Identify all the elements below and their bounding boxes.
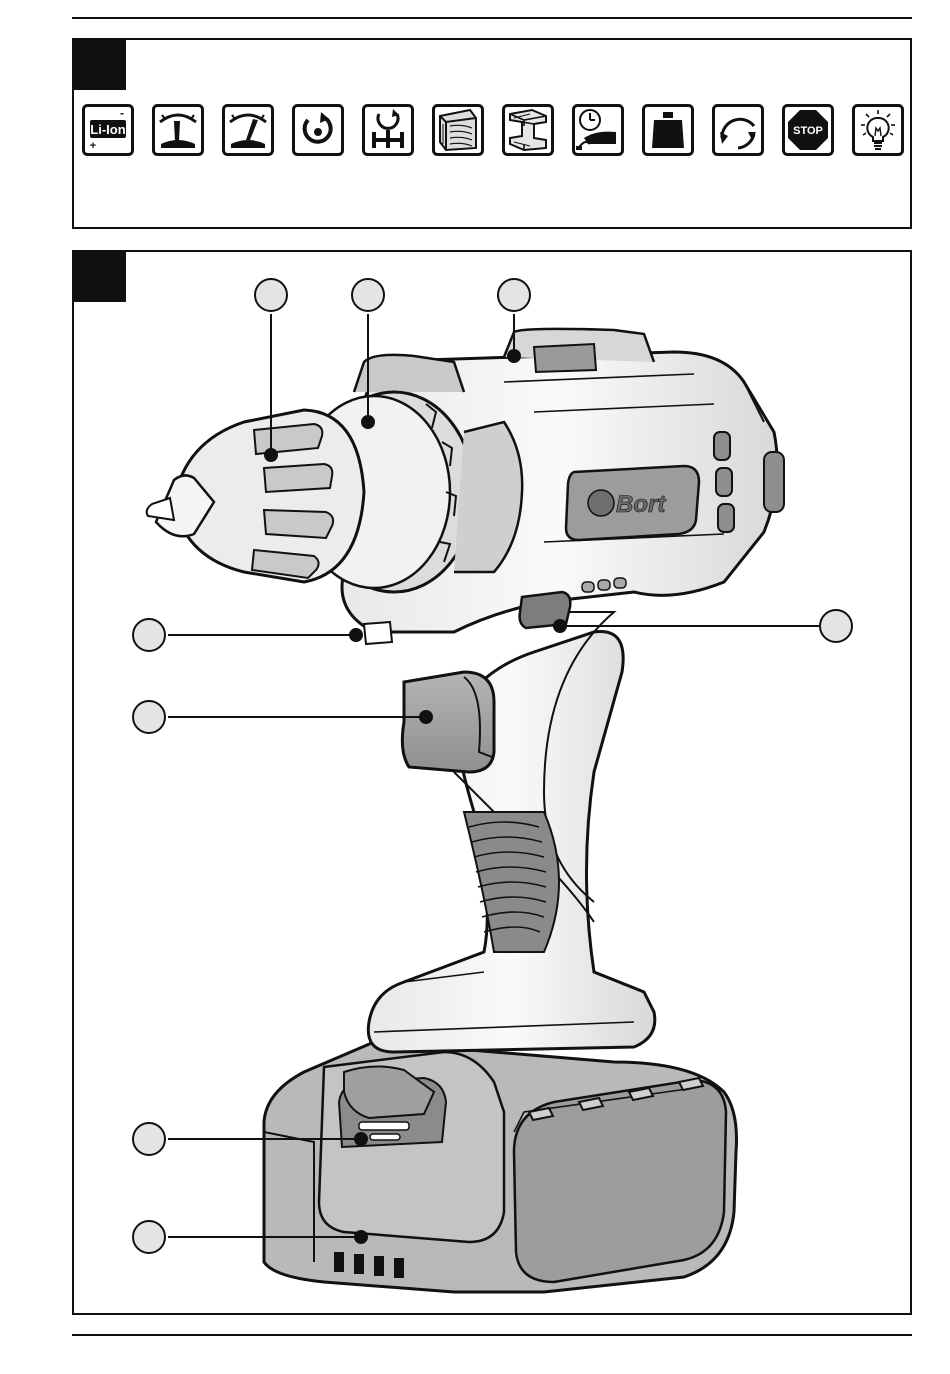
li-ion-label: Li-Ion — [90, 122, 125, 137]
callout-trigger — [132, 700, 166, 734]
charging-time-icon — [572, 104, 624, 156]
callout-reverse-switch — [819, 609, 853, 643]
torque-rotation-icon — [292, 104, 344, 156]
weight-icon — [642, 104, 694, 156]
li-ion-battery-icon: Li-Ion - + — [82, 104, 134, 156]
callout-chuck — [254, 278, 288, 312]
led-work-light — [364, 622, 392, 644]
keyless-chuck — [147, 410, 364, 582]
drill-trigger — [402, 672, 494, 772]
wood-drilling-icon — [432, 104, 484, 156]
stop-icon: STOP — [782, 104, 834, 156]
callout-torque-ring — [351, 278, 385, 312]
top-rule — [72, 17, 912, 19]
stop-label: STOP — [793, 125, 823, 137]
symbol-row: Li-Ion - + — [80, 104, 906, 160]
speed-gauge-low-icon — [152, 104, 204, 156]
minus-sign: - — [120, 106, 124, 120]
callout-battery-pack — [132, 1220, 166, 1254]
callout-battery-release — [132, 1122, 166, 1156]
plus-sign: + — [90, 140, 96, 152]
steel-drilling-icon — [502, 104, 554, 156]
drill-handle — [368, 612, 655, 1052]
callout-gear-switch — [497, 278, 531, 312]
speed-gauge-high-icon — [222, 104, 274, 156]
led-light-icon — [852, 104, 904, 156]
reverse-rotation-icon — [712, 104, 764, 156]
brand-logo: Bort — [616, 491, 666, 518]
battery-pack — [264, 1039, 737, 1292]
figure-1-tab — [74, 40, 126, 90]
chuck-clamp-icon — [362, 104, 414, 156]
callout-led-light — [132, 618, 166, 652]
bottom-rule — [72, 1334, 912, 1336]
drill-illustration: Bort — [74, 252, 912, 1316]
drill-panel: Bort — [72, 250, 912, 1315]
